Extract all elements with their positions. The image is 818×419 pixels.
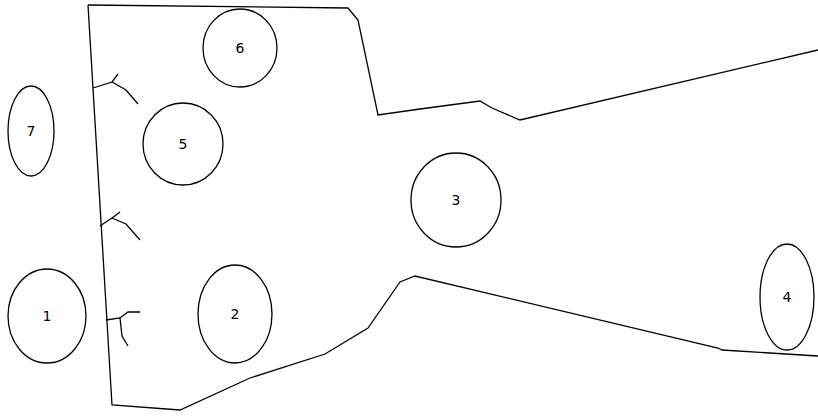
numbered-ellipse: 1: [7, 268, 87, 364]
callout-number: 3: [452, 192, 461, 208]
callout-number: 4: [783, 289, 792, 305]
outline-bottom: [88, 5, 818, 410]
numbered-ellipse: 2: [197, 264, 273, 364]
numbered-ellipse: 3: [410, 152, 502, 248]
branch-mark: [100, 212, 140, 240]
numbered-ellipse: 4: [759, 243, 815, 351]
callout-number: 1: [43, 308, 52, 324]
callout-number: 5: [179, 136, 188, 152]
numbered-ellipse: 7: [7, 85, 55, 177]
callout-number: 6: [236, 40, 245, 56]
branch-mark: [93, 74, 138, 104]
outline-top: [88, 5, 818, 120]
callout-number: 2: [231, 306, 240, 322]
numbered-ellipse: 5: [142, 102, 224, 186]
callout-number: 7: [27, 123, 36, 139]
branch-mark: [106, 312, 140, 346]
numbered-ellipse: 6: [202, 8, 278, 88]
